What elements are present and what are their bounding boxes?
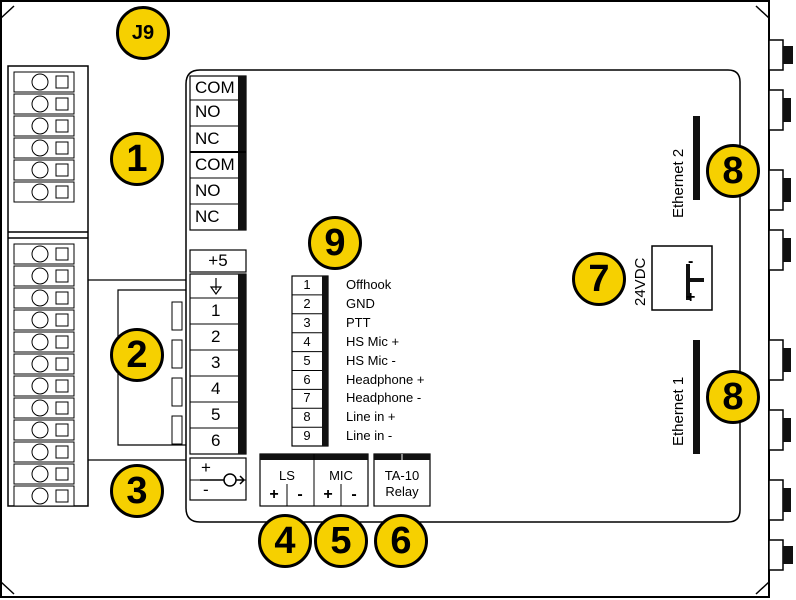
- ls-label: LS: [279, 468, 295, 483]
- relay-connector-line2: Relay: [385, 484, 419, 499]
- terminal-screw: [31, 355, 49, 373]
- pin-signal: HS Mic -: [346, 352, 396, 368]
- pin-number: 8: [303, 409, 311, 425]
- input-pin-5: 5: [211, 405, 221, 424]
- pin-signal: Headphone -: [346, 390, 422, 406]
- pin-number: 9: [303, 428, 311, 444]
- pin-signal: Line in -: [346, 428, 393, 444]
- input-pin-2: 2: [211, 327, 221, 346]
- terminal-screw: [31, 183, 49, 201]
- power-jack-plus: +: [686, 289, 696, 306]
- input-pin-1: 1: [211, 301, 221, 320]
- terminal-slot: [55, 335, 69, 349]
- callout-ethernet-1: 8: [706, 370, 760, 424]
- callout-relay-outputs: 1: [110, 132, 164, 186]
- terminal-screw: [31, 443, 49, 461]
- power-jack-minus: -: [688, 253, 694, 270]
- terminal-screw: [31, 73, 49, 91]
- ls-minus: -: [297, 486, 303, 503]
- terminal-screw: [31, 289, 49, 307]
- callout-24vdc: 7: [572, 252, 626, 306]
- terminal-screw: [31, 377, 49, 395]
- pin-signal: PTT: [346, 314, 371, 330]
- terminal-screw: [31, 465, 49, 483]
- j9-connector-badge: J9: [116, 6, 170, 60]
- mic-label: MIC: [329, 468, 353, 483]
- terminal-slot: [55, 185, 69, 199]
- terminal-slot: [55, 97, 69, 111]
- terminal-slot: [55, 489, 69, 503]
- input-pin-4: 4: [211, 379, 221, 398]
- power-jack-label: 24VDC: [632, 257, 649, 306]
- pin-number: 1: [303, 277, 311, 292]
- mic-plus: +: [323, 486, 333, 503]
- terminal-screw: [31, 421, 49, 439]
- input-supply-label: +5: [208, 251, 228, 270]
- relay-terminal-no-1: NO: [195, 102, 221, 121]
- pin-signal: Headphone +: [346, 371, 425, 387]
- terminal-screw: [31, 161, 49, 179]
- input-pin-3: 3: [211, 353, 221, 372]
- pin-number: 6: [303, 371, 311, 387]
- terminal-screw: [31, 139, 49, 157]
- terminal-slot: [55, 445, 69, 459]
- terminal-slot: [55, 313, 69, 327]
- input-pin-6: 6: [211, 431, 221, 450]
- pin-number: 2: [303, 295, 311, 311]
- ls-plus: +: [269, 486, 279, 503]
- pin-number: 5: [303, 352, 311, 368]
- pin-signal: Line in +: [346, 409, 396, 425]
- pin-signal: Offhook: [346, 277, 392, 292]
- power-terminal-plus: +: [201, 458, 211, 477]
- terminal-slot: [55, 379, 69, 393]
- callout-inputs: 2: [110, 328, 164, 382]
- terminal-slot: [55, 357, 69, 371]
- pin-signal: HS Mic +: [346, 333, 400, 349]
- terminal-slot: [55, 401, 69, 415]
- callout-relay: 6: [374, 514, 428, 568]
- pin-signal: GND: [346, 295, 375, 311]
- terminal-slot: [55, 163, 69, 177]
- callout-ls: 4: [258, 514, 312, 568]
- relay-connector-line1: TA-10: [384, 468, 420, 483]
- pin-table-rows: [292, 294, 322, 428]
- left-terminal-screws: [13, 71, 75, 507]
- callout-power-terminal: 3: [110, 464, 164, 518]
- terminal-screw: [31, 311, 49, 329]
- pin-number: 4: [303, 333, 311, 349]
- relay-terminal-nc-1: NC: [195, 129, 220, 148]
- terminal-slot: [55, 269, 69, 283]
- mic-minus: -: [351, 486, 357, 503]
- terminal-slot: [55, 291, 69, 305]
- pin-number: 3: [303, 314, 311, 330]
- terminal-screw: [31, 333, 49, 351]
- terminal-slot: [55, 247, 69, 261]
- terminal-screw: [31, 399, 49, 417]
- terminal-screw: [31, 487, 49, 505]
- relay-terminal-no-2: NO: [195, 181, 221, 200]
- ethernet-1-label: Ethernet 1: [670, 376, 687, 446]
- pin-number: 7: [303, 390, 311, 406]
- relay-terminal-com-1: COM: [195, 78, 235, 97]
- power-terminal-minus: -: [203, 480, 209, 499]
- terminal-slot: [55, 75, 69, 89]
- terminal-slot: [55, 119, 69, 133]
- relay-terminal-nc-2: NC: [195, 207, 220, 226]
- terminal-slot: [55, 141, 69, 155]
- terminal-screw: [31, 117, 49, 135]
- callout-mic: 5: [314, 514, 368, 568]
- terminal-screw: [31, 267, 49, 285]
- terminal-slot: [55, 423, 69, 437]
- callout-ethernet-2: 8: [706, 144, 760, 198]
- ethernet-2-label: Ethernet 2: [670, 148, 687, 218]
- terminal-screw: [31, 245, 49, 263]
- terminal-screw: [31, 95, 49, 113]
- relay-terminal-com-2: COM: [195, 155, 235, 174]
- terminal-slot: [55, 467, 69, 481]
- callout-pin-table: 9: [308, 216, 362, 270]
